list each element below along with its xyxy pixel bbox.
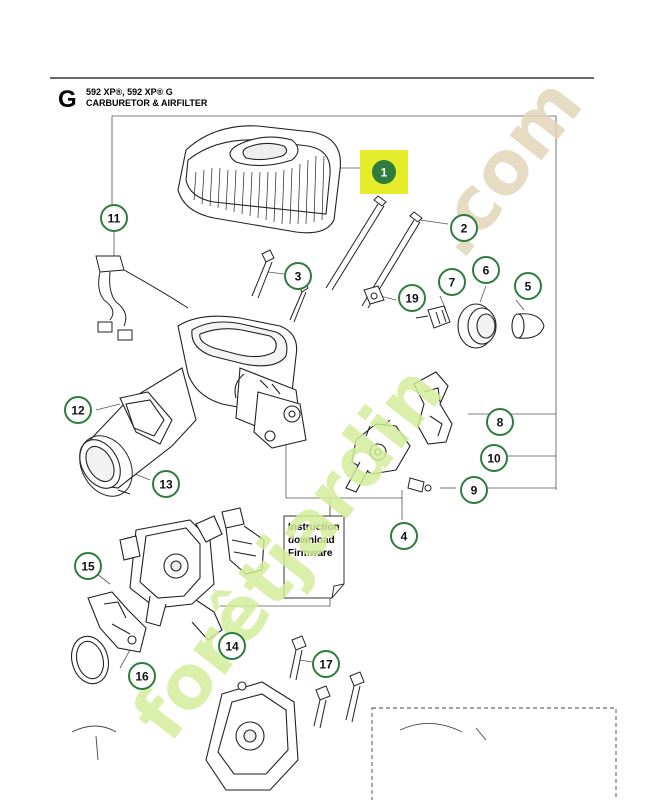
primer-bulb — [511, 313, 545, 339]
watermark-suffix: .com — [408, 63, 599, 273]
callout-number: 14 — [225, 640, 239, 654]
callout-11: 11 — [100, 204, 128, 232]
callout-circle — [460, 476, 488, 504]
callout-10: 10 — [480, 444, 508, 472]
bracket — [413, 371, 453, 445]
callout-circle — [472, 256, 500, 284]
callout-circle — [284, 262, 312, 290]
callout-number: 19 — [405, 292, 419, 306]
fitting — [363, 285, 385, 305]
throttle-lever — [345, 419, 411, 493]
callout-1: 1 — [360, 150, 408, 194]
lower-bolts — [289, 635, 365, 729]
instruction-note: Instruction download Firmware — [283, 515, 345, 599]
callout-number: 3 — [295, 270, 302, 284]
callout-19: 19 — [398, 284, 426, 312]
primer-housing — [457, 303, 497, 349]
section-letter: G — [58, 86, 77, 113]
callout-number: 13 — [159, 478, 173, 492]
callout-4: 4 — [390, 522, 418, 550]
wiring-harness — [95, 255, 189, 341]
callout-circle — [100, 204, 128, 232]
gasket-ring — [70, 635, 110, 685]
callout-8: 8 — [486, 408, 514, 436]
callout-circle — [74, 552, 102, 580]
callout-circle — [450, 214, 478, 242]
callout-number: 6 — [483, 264, 490, 278]
lower-housing — [205, 681, 299, 791]
callout-7: 7 — [438, 268, 466, 296]
callout-6: 6 — [472, 256, 500, 284]
callout-3: 3 — [284, 262, 312, 290]
callout-number: 11 — [108, 212, 121, 226]
callout-2: 2 — [450, 214, 478, 242]
section-title: CARBURETOR & AIRFILTER — [86, 98, 208, 108]
callout-number: 4 — [401, 530, 408, 544]
callout-16: 16 — [128, 662, 156, 690]
callout-number: 7 — [449, 276, 456, 290]
callout-number: 16 — [135, 670, 149, 684]
adjuster — [221, 507, 265, 575]
assembly-frame — [111, 115, 557, 607]
callout-number: 17 — [319, 658, 333, 672]
callout-circle — [398, 284, 426, 312]
intake-tube — [79, 367, 197, 489]
callout-15: 15 — [74, 552, 102, 580]
air-filter — [177, 125, 341, 234]
callout-number: 1 — [381, 166, 388, 180]
callout-9: 9 — [460, 476, 488, 504]
callout-circle — [390, 522, 418, 550]
callout-number: 8 — [497, 416, 504, 430]
bottom-partial — [71, 707, 617, 800]
callout-circle — [480, 444, 508, 472]
callout-number: 5 — [525, 280, 532, 294]
callout-circle — [218, 632, 246, 660]
carburetor-unit — [119, 515, 223, 641]
callout-17: 17 — [312, 650, 340, 678]
note-line-2: download — [288, 535, 335, 546]
callout-number: 9 — [471, 484, 478, 498]
lower-bracket — [87, 591, 147, 653]
callout-circle — [312, 650, 340, 678]
models-label: 592 XP®, 592 XP® G — [86, 87, 173, 97]
carburetor-housing — [177, 315, 307, 449]
callout-number: 12 — [71, 404, 85, 418]
note-line-3: Firmware — [288, 548, 333, 559]
callout-number: 10 — [487, 452, 501, 466]
callout-number: 15 — [81, 560, 95, 574]
pin — [407, 477, 432, 493]
callout-circle — [514, 272, 542, 300]
callout-number: 2 — [461, 222, 468, 236]
callout-circle — [152, 470, 180, 498]
callout-circle — [64, 396, 92, 424]
callout-14: 14 — [218, 632, 246, 660]
callout-5: 5 — [514, 272, 542, 300]
callout-circle — [486, 408, 514, 436]
callout-circle — [372, 160, 396, 184]
callout-circle — [438, 268, 466, 296]
note-line-1: Instruction — [288, 522, 340, 533]
callout-circle — [128, 662, 156, 690]
callout-13: 13 — [152, 470, 180, 498]
callout-12: 12 — [64, 396, 92, 424]
hose-clamp — [79, 435, 133, 497]
spring-part — [415, 305, 451, 329]
